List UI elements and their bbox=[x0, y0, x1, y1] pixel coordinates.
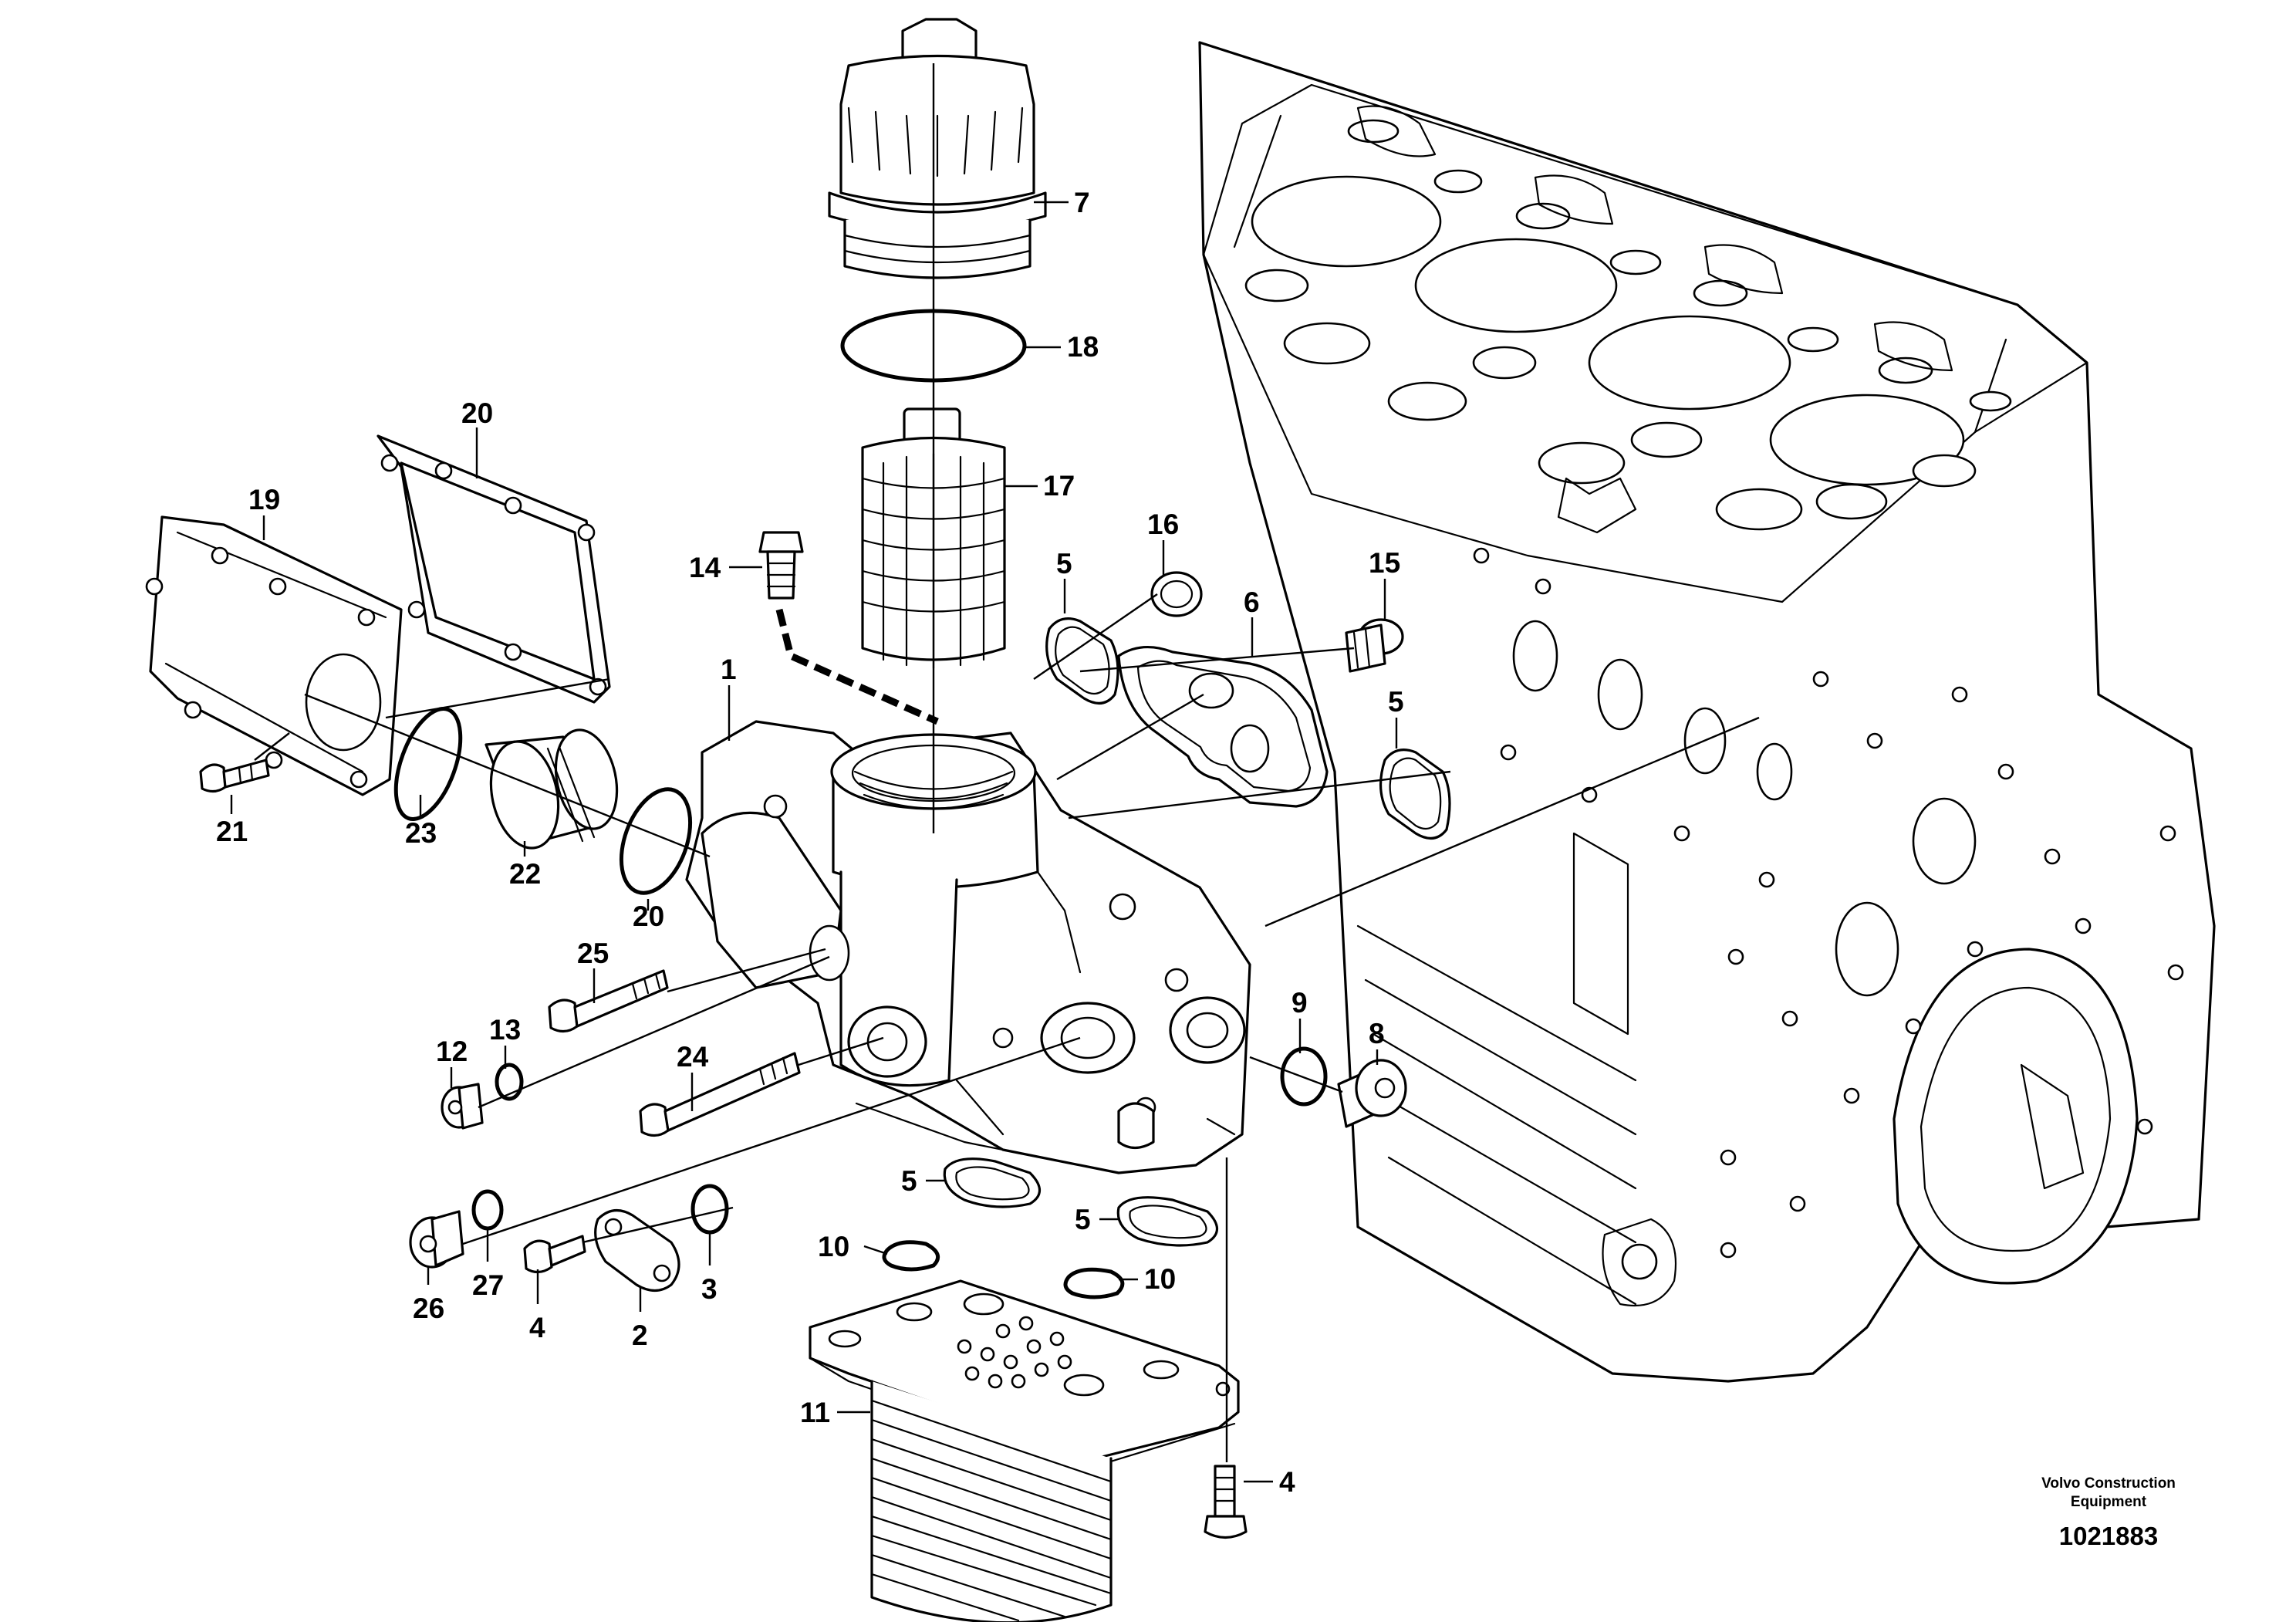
plug-12 bbox=[441, 1083, 484, 1130]
callout-21: 21 bbox=[216, 816, 248, 847]
callout-5-right: 5 bbox=[1388, 686, 1404, 718]
callout-20-lower: 20 bbox=[633, 901, 664, 932]
callout-11: 11 bbox=[800, 1397, 830, 1428]
callout-13: 13 bbox=[489, 1014, 521, 1046]
bolt-24 bbox=[639, 1052, 801, 1137]
callout-26: 26 bbox=[413, 1293, 444, 1324]
callout-7: 7 bbox=[1074, 187, 1090, 218]
oil-cooler bbox=[809, 1279, 1240, 1622]
callout-8: 8 bbox=[1369, 1018, 1385, 1049]
callout-6: 6 bbox=[1244, 586, 1260, 618]
callout-18: 18 bbox=[1067, 331, 1099, 363]
gasket-20 bbox=[376, 434, 611, 704]
plug-14 bbox=[758, 531, 804, 600]
seal-16 bbox=[1150, 571, 1203, 617]
callout-3: 3 bbox=[701, 1273, 718, 1305]
callout-27: 27 bbox=[472, 1269, 504, 1301]
callout-17: 17 bbox=[1043, 470, 1075, 502]
washer-9 bbox=[1280, 1046, 1328, 1107]
credit-line-2: Equipment bbox=[2071, 1494, 2147, 1510]
assembly-lines bbox=[254, 63, 1760, 1462]
callout-15: 15 bbox=[1369, 547, 1400, 579]
o-ring-20 bbox=[619, 787, 693, 895]
callout-4-bottom: 4 bbox=[1279, 1466, 1295, 1498]
plug-15 bbox=[1345, 618, 1404, 673]
callout-10-left: 10 bbox=[818, 1231, 849, 1262]
sleeve-22 bbox=[485, 728, 619, 850]
oil-filter-housing bbox=[685, 720, 1251, 1174]
washer-27 bbox=[471, 1189, 504, 1231]
callout-1: 1 bbox=[721, 654, 737, 685]
credit-block: Volvo Construction Equipment 1021883 bbox=[2041, 1475, 2176, 1550]
callout-12: 12 bbox=[436, 1036, 468, 1067]
callout-22: 22 bbox=[509, 858, 541, 890]
engine-block bbox=[1198, 41, 2216, 1383]
credit-line-1: Volvo Construction bbox=[2041, 1475, 2176, 1492]
plug-26 bbox=[409, 1210, 464, 1269]
callout-9: 9 bbox=[1292, 987, 1308, 1019]
callout-25: 25 bbox=[577, 938, 609, 969]
bolt-25 bbox=[548, 969, 669, 1033]
callout-5-lower-right: 5 bbox=[1075, 1204, 1091, 1235]
cover-plate bbox=[145, 515, 403, 796]
callout-23: 23 bbox=[405, 817, 437, 849]
callout-leaders bbox=[230, 201, 1398, 1483]
callouts: 7 18 17 20 19 14 5 16 15 6 5 1 21 23 22 … bbox=[216, 187, 1404, 1498]
o-ring-3 bbox=[690, 1184, 729, 1235]
washer-13 bbox=[495, 1063, 524, 1101]
document-number: 1021883 bbox=[2059, 1522, 2158, 1550]
callout-4-left: 4 bbox=[529, 1312, 545, 1343]
callout-2: 2 bbox=[632, 1320, 648, 1351]
bolt-21 bbox=[199, 759, 270, 793]
bolt-4-left bbox=[523, 1235, 586, 1274]
gasket-6 bbox=[1117, 645, 1329, 808]
callout-19: 19 bbox=[248, 484, 280, 515]
seal-10-left bbox=[882, 1240, 940, 1272]
callout-10-right: 10 bbox=[1144, 1263, 1176, 1295]
seal-5-right bbox=[1379, 748, 1451, 840]
plug-8 bbox=[1337, 1059, 1407, 1128]
callout-5-upper: 5 bbox=[1056, 548, 1072, 580]
seal-5-lower-right bbox=[1116, 1196, 1219, 1247]
seal-5-upper bbox=[1045, 617, 1119, 705]
seal-5-lower-left bbox=[943, 1157, 1042, 1208]
callout-5-lower-left: 5 bbox=[901, 1165, 917, 1197]
callout-24: 24 bbox=[677, 1041, 709, 1073]
callout-14: 14 bbox=[689, 552, 721, 583]
callout-16: 16 bbox=[1147, 509, 1179, 540]
oil-filter-cap bbox=[828, 18, 1047, 279]
callout-20-upper: 20 bbox=[461, 397, 493, 429]
bolt-4-bottom bbox=[1204, 1465, 1248, 1539]
o-ring-23 bbox=[393, 707, 463, 821]
cover-plate-2 bbox=[594, 1209, 680, 1293]
seal-10-right bbox=[1063, 1267, 1125, 1299]
